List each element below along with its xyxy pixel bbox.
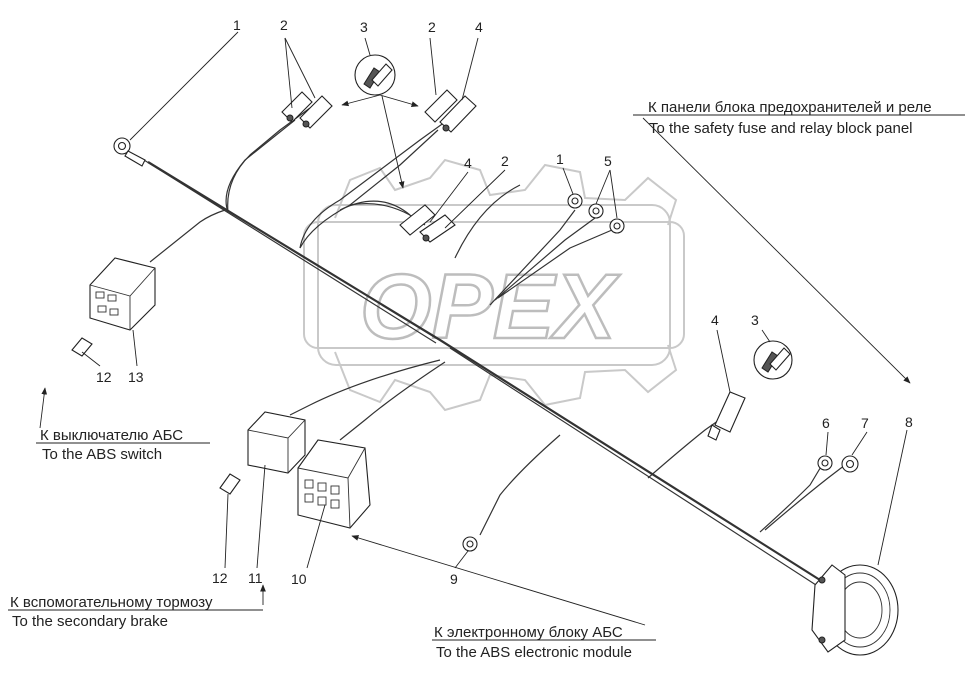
callout-9: 9 bbox=[450, 571, 458, 587]
callout-13: 13 bbox=[128, 369, 144, 385]
callout-2-mid: 2 bbox=[428, 19, 436, 35]
callout-4-top: 4 bbox=[475, 19, 483, 35]
callout-8: 8 bbox=[905, 414, 913, 430]
lower-branches bbox=[289, 359, 846, 536]
caption-module-en: To the ABS electronic module bbox=[436, 644, 632, 661]
callout-10: 10 bbox=[291, 571, 307, 587]
callout-5: 5 bbox=[604, 153, 612, 169]
callout-12-left: 12 bbox=[96, 369, 112, 385]
caption-abs-switch-ru: К выключателю АБС bbox=[40, 427, 183, 444]
watermark-text: OPEX bbox=[360, 256, 620, 358]
watermark-gear: OPEX bbox=[303, 158, 685, 412]
callout-numbers: 1 2 3 2 4 4 2 1 5 4 3 6 7 8 9 10 11 12 1… bbox=[96, 17, 913, 587]
upper-branches bbox=[149, 107, 613, 306]
caption-module-ru: К электронному блоку АБС bbox=[434, 624, 623, 641]
callout-4-center: 4 bbox=[464, 155, 472, 171]
callout-1-center: 1 bbox=[556, 151, 564, 167]
abs-module-connector bbox=[297, 439, 371, 529]
caption-brake-en: To the secondary brake bbox=[12, 613, 168, 630]
flat-terminal-insets bbox=[354, 54, 793, 380]
caption-fuse-ru: К панели блока предохранителей и реле bbox=[648, 99, 932, 116]
callout-4-right: 4 bbox=[711, 312, 719, 328]
callout-11: 11 bbox=[248, 570, 263, 586]
caption-abs-switch-en: To the ABS switch bbox=[42, 446, 162, 463]
ring-terminals bbox=[113, 137, 859, 552]
callout-3-right: 3 bbox=[751, 312, 759, 328]
callout-12-bottom: 12 bbox=[212, 570, 228, 586]
callout-1-top: 1 bbox=[233, 17, 241, 33]
callout-7: 7 bbox=[861, 415, 869, 431]
captions: К панели блока предохранителей и реле To… bbox=[10, 99, 932, 661]
secondary-brake-connector bbox=[219, 411, 306, 495]
caption-fuse-en: To the safety fuse and relay block panel bbox=[649, 120, 913, 137]
callout-2-left: 2 bbox=[280, 17, 288, 33]
callout-6: 6 bbox=[822, 415, 830, 431]
leader-lines bbox=[8, 31, 965, 641]
round-connector bbox=[811, 564, 899, 656]
callout-2-center: 2 bbox=[501, 153, 509, 169]
callout-3-top: 3 bbox=[360, 19, 368, 35]
caption-brake-ru: К вспомогательному тормозу bbox=[10, 594, 213, 611]
bullet-connectors bbox=[281, 89, 746, 441]
abs-switch-connector bbox=[71, 257, 156, 357]
harness-trunk bbox=[143, 159, 821, 586]
